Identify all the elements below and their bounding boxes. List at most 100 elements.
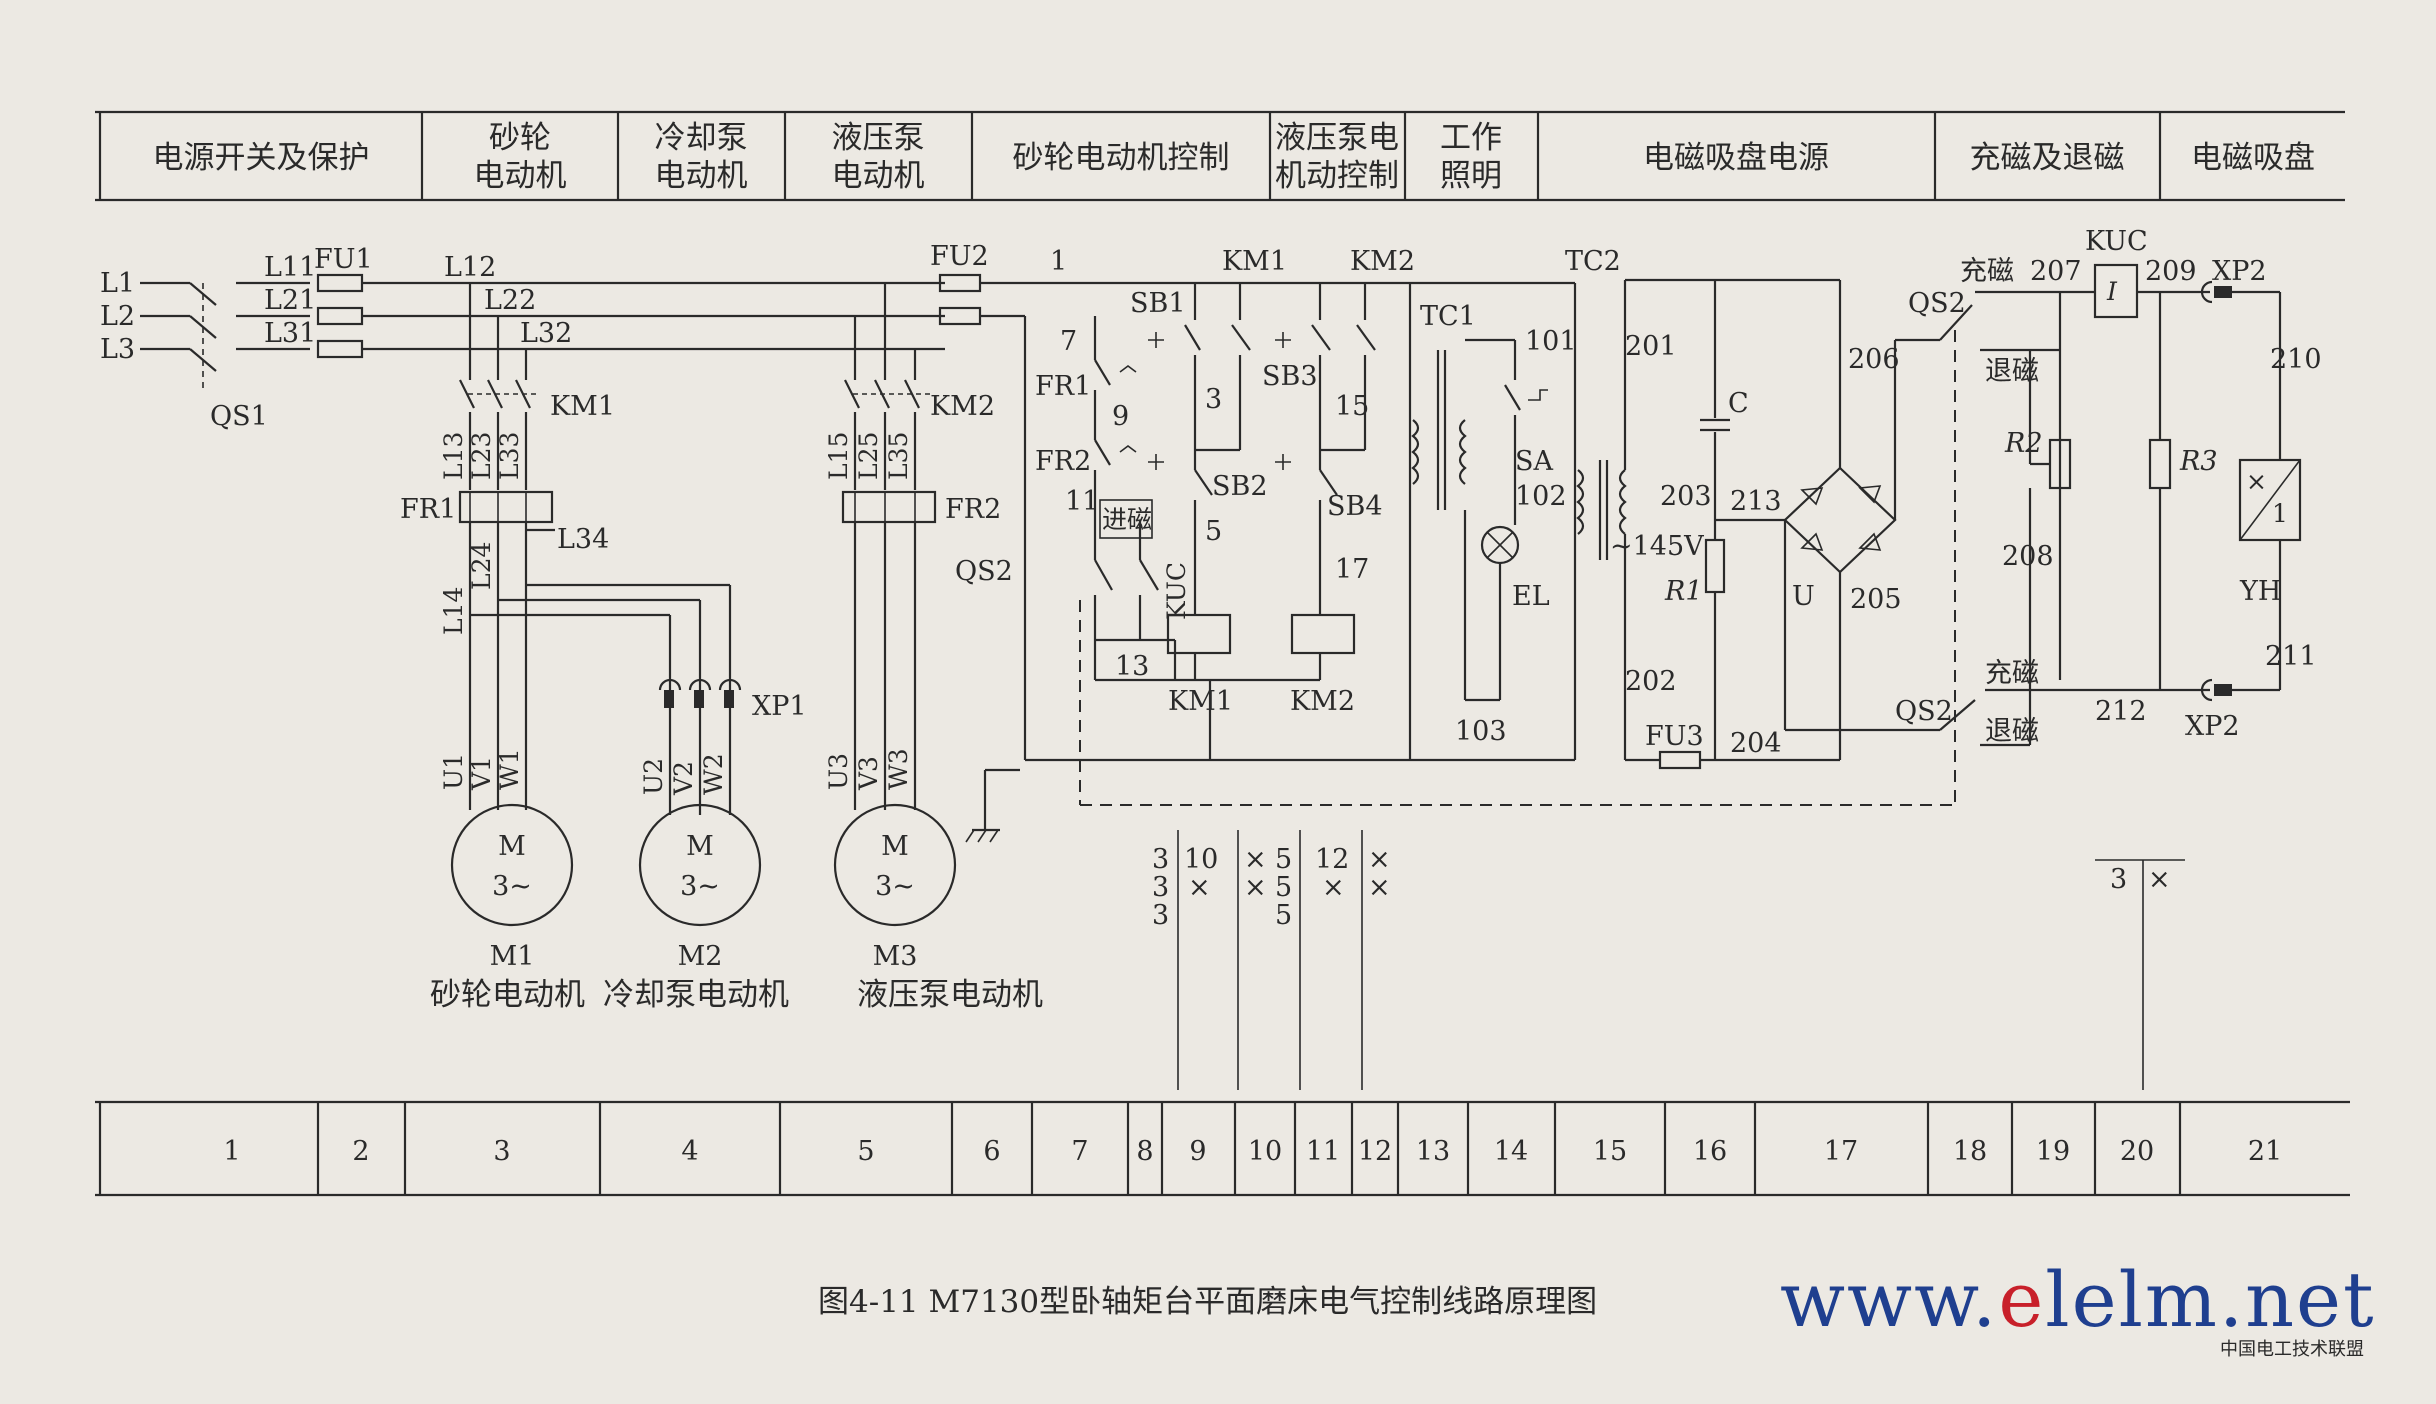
label-node-17: 17 [1335,554,1369,585]
label-fu2: FU2 [930,241,989,272]
motor-m3-symbol: M [881,831,909,862]
label-l21: L21 [264,285,316,316]
label-l33: L33 [495,432,524,480]
coil-km1 [1166,613,1232,655]
label-node-212: 212 [2095,696,2147,727]
motor-caption-grinding: 砂轮电动机 [430,977,585,1013]
label-l11: L11 [264,252,316,283]
footer-num-21: 21 [2248,1136,2282,1167]
ref-km1-c-0: 5 [1275,844,1292,875]
label-node-206: 206 [1848,344,1900,375]
header-section-lighting-l2: 照明 [1440,158,1502,194]
label-sa: SA [1515,446,1553,477]
header-section-hydraulic-motor: 液压泵 [832,120,925,156]
label-w1: W1 [495,748,524,790]
motor-caption-hydraulic: 液压泵电动机 [857,977,1043,1013]
header-section-magnetize: 充磁及退磁 [1970,140,2125,176]
label-r2: R2 [2004,428,2043,459]
label-fr1-ctrl: FR1 [1035,371,1091,402]
header-section-coolant-motor-l2: 电动机 [655,158,748,194]
label-node-9: 9 [1112,401,1129,432]
motor-caption-coolant: 冷却泵电动机 [603,977,789,1013]
label-r1: R1 [1664,576,1703,607]
label-kuc-relay: KUC [2085,226,2148,257]
label-l35: L35 [884,432,913,480]
label-l12: L12 [444,252,496,283]
ref-km1-c-x1: × [1244,872,1267,903]
label-km1-main: KM1 [550,391,615,422]
label-chongci-top: 充磁 [1960,256,2014,287]
label-jinci: 进磁 [1102,505,1152,534]
footer-num-11: 11 [1306,1136,1340,1167]
label-l13: L13 [439,432,468,480]
bridge-rectifier-u [1783,466,1897,574]
label-node-101: 101 [1525,326,1577,357]
label-node-202: 202 [1625,666,1677,697]
label-coil-km2: KM2 [1290,686,1355,717]
label-xp1: XP1 [752,691,807,722]
label-fr2-main: FR2 [945,494,1001,525]
label-tc1: TC1 [1420,301,1476,332]
motor-m1 [450,803,574,927]
label-node-11: 11 [1065,486,1099,517]
transformer-tc2-secondary [1618,469,1627,535]
ref-km1-a-2: 3 [1152,900,1169,931]
figure-caption: 图4-11 M7130型卧轴矩台平面磨床电气控制线路原理图 [818,1284,1597,1320]
ref-km2-b-0: 12 [1315,844,1349,875]
label-v3: V3 [854,756,883,791]
fuse-fu2-a [938,273,982,293]
label-node-103: 103 [1455,716,1507,747]
header-section-power: 电源开关及保护 [153,140,370,176]
ref-km1-b-x: × [1188,872,1211,903]
label-coil-km1: KM1 [1168,686,1233,717]
label-node-7: 7 [1060,326,1077,357]
footer-num-5: 5 [857,1136,874,1167]
fuse-fu2-b [938,306,982,326]
footer-num-19: 19 [2036,1136,2070,1167]
label-km2-ctrl: KM2 [1350,246,1415,277]
label-node-210: 210 [2270,344,2322,375]
label-node-204: 204 [1730,728,1782,759]
footer-num-13: 13 [1416,1136,1450,1167]
footer-num-7: 7 [1071,1136,1088,1167]
motor-m2-phase: 3~ [680,871,720,902]
footer-num-9: 9 [1189,1136,1206,1167]
label-km2-main: KM2 [930,391,995,422]
label-u1: U1 [439,753,468,790]
label-l15: L15 [824,432,853,480]
label-node-205: 205 [1850,584,1902,615]
label-l32: L32 [520,318,572,349]
ref-km1-a-1: 3 [1152,872,1169,903]
header-section-hydraulic-control-l2: 机动控制 [1275,158,1399,194]
chuck-power-section: TC2 201 ~145V 202 FU3 204 C 203 R1 213 U… [1565,246,1940,770]
label-node-15: 15 [1335,391,1369,422]
label-c: C [1728,388,1749,419]
header-section-grinding-control: 砂轮电动机控制 [1013,140,1230,176]
ref-km1-c-x0: × [1244,844,1267,875]
label-qs2-bot: QS2 [1895,696,1953,727]
fuse-fu1-l1 [316,273,364,293]
label-node-203: 203 [1660,481,1712,512]
label-sb4: SB4 [1327,491,1383,522]
label-yh: YH [2239,576,2281,607]
footer-num-20: 20 [2120,1136,2154,1167]
header-section-chuck: 电磁吸盘 [2191,140,2315,176]
label-sb3: SB3 [1262,361,1318,392]
label-r3: R3 [2179,446,2218,477]
ref-km2-c-x0: × [1368,844,1391,875]
motor-m2-symbol: M [686,831,714,862]
footer-num-15: 15 [1593,1136,1627,1167]
fuse-fu3 [1658,750,1702,770]
site-watermark-subtitle: 中国电工技术联盟 [2220,1339,2364,1360]
ref-km1-b-0: 10 [1184,844,1218,875]
footer-num-14: 14 [1494,1136,1528,1167]
thermal-relay-fr2 [841,490,937,524]
footer-num-12: 12 [1358,1136,1392,1167]
label-sb1: SB1 [1130,288,1186,319]
header-table: 电源开关及保护 砂轮 电动机 冷却泵 电动机 液压泵 电动机 砂轮电动机控制 液… [95,110,2345,202]
label-tc2: TC2 [1565,246,1621,277]
footer-num-17: 17 [1824,1136,1858,1167]
footer-table: 1 2 3 4 5 6 7 8 9 10 11 12 13 14 15 16 1… [95,1100,2350,1197]
